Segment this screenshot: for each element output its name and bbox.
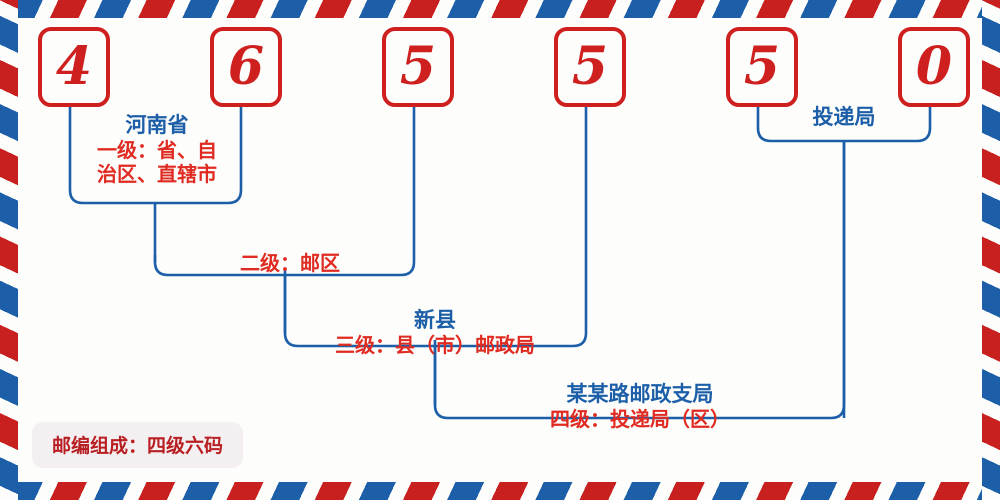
digit-box-2[interactable]: 6 <box>210 27 282 107</box>
postal-code-composition-text: 邮编组成：四级六码 <box>52 436 224 457</box>
label-level-4-name: 某某路邮政支局 <box>566 383 714 406</box>
bracket-level-4 <box>433 141 846 420</box>
digit-value-1: 4 <box>55 36 93 97</box>
label-level-1-name: 河南省 <box>125 114 189 137</box>
label-level-3: 新县 三级：县（市）邮政局 <box>300 308 570 358</box>
label-level-1-desc-line2: 治区、直辖市 <box>97 164 217 186</box>
airmail-border-top <box>0 0 1000 18</box>
label-level-2: 二级：邮区 <box>185 252 395 276</box>
airmail-border-left <box>0 0 18 500</box>
digit-value-5: 5 <box>743 36 781 97</box>
digit-box-6[interactable]: 0 <box>898 27 970 107</box>
digit-value-2: 6 <box>227 36 265 97</box>
digit-box-4[interactable]: 5 <box>554 27 626 107</box>
postal-code-composition-badge: 邮编组成：四级六码 <box>32 422 244 468</box>
label-level-4-desc: 四级：投递局（区） <box>550 408 730 431</box>
label-level-2-desc: 二级：邮区 <box>240 253 340 275</box>
label-level-3-name: 新县 <box>414 309 456 332</box>
label-level-1-desc-line1: 一级：省、自 <box>97 139 217 162</box>
label-delivery-office: 投递局 <box>774 105 914 131</box>
label-level-3-desc: 三级：县（市）邮政局 <box>335 334 535 357</box>
label-delivery-office-name: 投递局 <box>812 106 876 129</box>
label-level-1: 河南省 一级：省、自 治区、直辖市 <box>78 113 236 187</box>
digit-value-3: 5 <box>399 36 437 97</box>
label-level-4: 某某路邮政支局 四级：投递局（区） <box>478 382 802 432</box>
digit-box-5[interactable]: 5 <box>726 27 798 107</box>
envelope-paper <box>18 18 982 482</box>
digit-value-6: 0 <box>915 36 953 97</box>
digit-box-1[interactable]: 4 <box>38 27 110 107</box>
digit-box-3[interactable]: 5 <box>382 27 454 107</box>
digit-value-4: 5 <box>571 36 609 97</box>
airmail-border-right <box>982 0 1000 500</box>
airmail-border-bottom <box>0 482 1000 500</box>
